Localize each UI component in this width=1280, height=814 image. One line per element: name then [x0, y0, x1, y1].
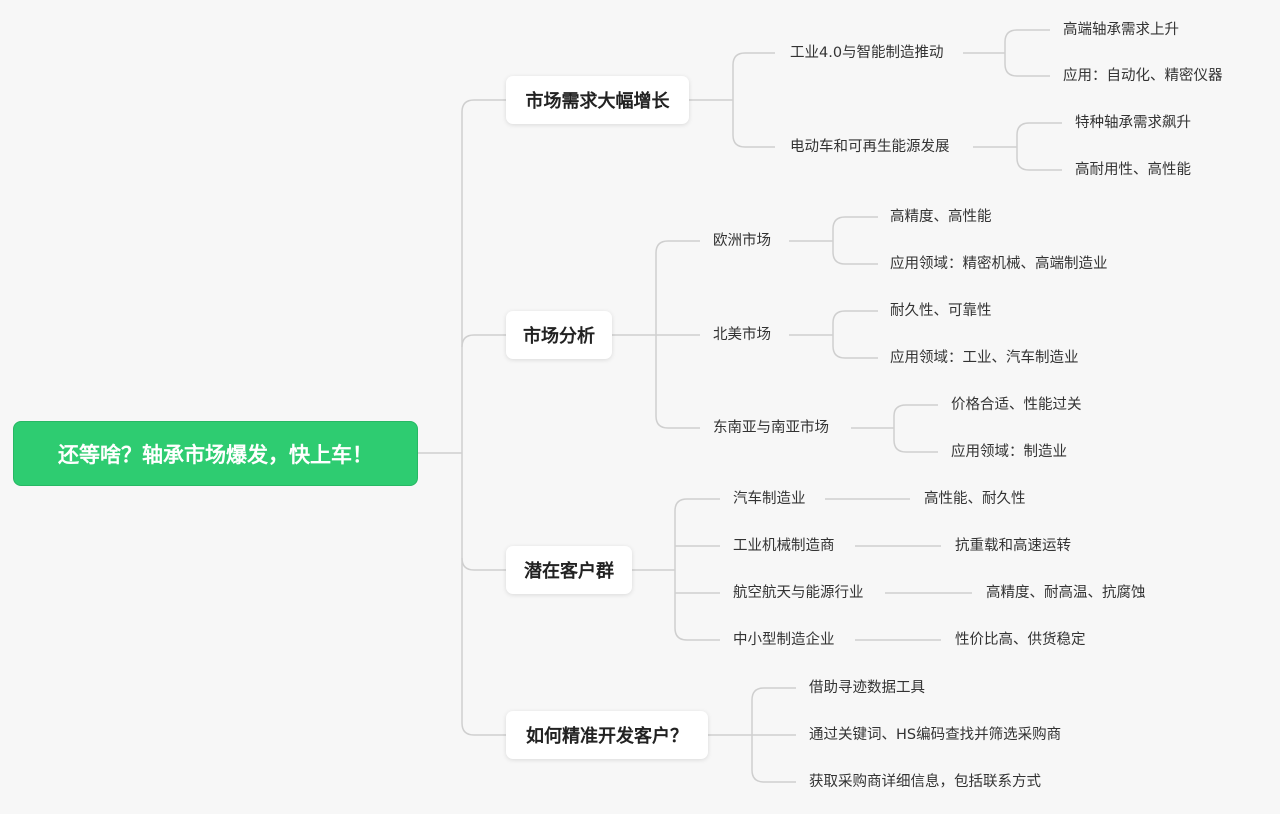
leaf-automotive-needs[interactable]: 高性能、耐久性: [924, 491, 1026, 507]
leaf-sme-needs[interactable]: 性价比高、供货稳定: [955, 632, 1086, 648]
leaf-high-end-demand[interactable]: 高端轴承需求上升: [1063, 22, 1179, 38]
subtopic-north-america[interactable]: 北美市场: [713, 327, 771, 343]
subtopic-industry40[interactable]: 工业4.0与智能制造推动: [790, 45, 944, 61]
subtopic-data-tool[interactable]: 借助寻迹数据工具: [809, 680, 925, 696]
branch-customer-development[interactable]: 如何精准开发客户？: [506, 711, 708, 759]
subtopic-buyer-details[interactable]: 获取采购商详细信息，包括联系方式: [809, 774, 1041, 790]
leaf-europe-precision[interactable]: 高精度、高性能: [890, 209, 992, 225]
subtopic-keyword-hs-search[interactable]: 通过关键词、HS编码查找并筛选采购商: [809, 727, 1062, 743]
subtopic-europe[interactable]: 欧洲市场: [713, 233, 771, 249]
subtopic-south-asia[interactable]: 东南亚与南亚市场: [713, 420, 829, 436]
subtopic-aerospace-energy[interactable]: 航空航天与能源行业: [733, 585, 864, 601]
leaf-na-applications[interactable]: 应用领域：工业、汽车制造业: [890, 350, 1079, 366]
leaf-applications[interactable]: 应用：自动化、精密仪器: [1063, 68, 1223, 84]
leaf-sa-applications[interactable]: 应用领域：制造业: [951, 444, 1067, 460]
subtopic-ev-renewables[interactable]: 电动车和可再生能源发展: [790, 139, 950, 155]
subtopic-machinery[interactable]: 工业机械制造商: [733, 538, 835, 554]
branch-market-demand[interactable]: 市场需求大幅增长: [506, 76, 689, 124]
leaf-special-bearings[interactable]: 特种轴承需求飙升: [1075, 115, 1191, 131]
leaf-na-reliability[interactable]: 耐久性、可靠性: [890, 303, 992, 319]
subtopic-sme[interactable]: 中小型制造企业: [733, 632, 835, 648]
branch-potential-customers[interactable]: 潜在客户群: [506, 546, 632, 594]
leaf-sa-price[interactable]: 价格合适、性能过关: [951, 397, 1082, 413]
leaf-machinery-needs[interactable]: 抗重载和高速运转: [955, 538, 1071, 554]
branch-market-analysis[interactable]: 市场分析: [506, 311, 612, 359]
leaf-aerospace-needs[interactable]: 高精度、耐高温、抗腐蚀: [986, 585, 1146, 601]
subtopic-automotive[interactable]: 汽车制造业: [733, 491, 806, 507]
leaf-europe-applications[interactable]: 应用领域：精密机械、高端制造业: [890, 256, 1108, 272]
leaf-durability[interactable]: 高耐用性、高性能: [1075, 162, 1191, 178]
root-topic[interactable]: 还等啥？轴承市场爆发，快上车！: [13, 421, 418, 486]
